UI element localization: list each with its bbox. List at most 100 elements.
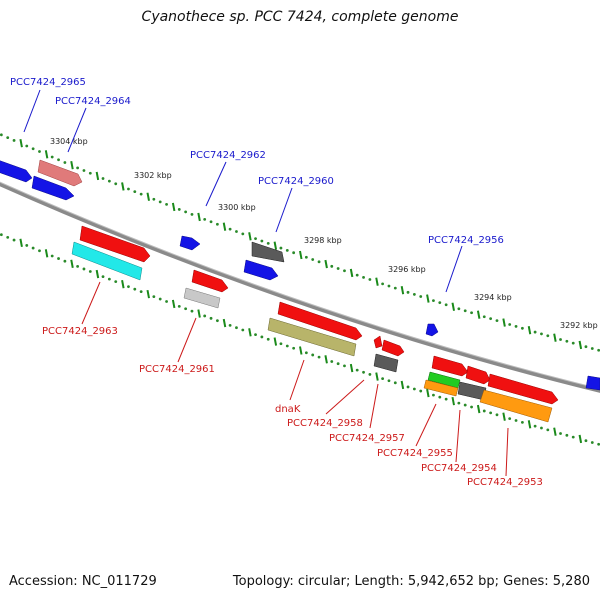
scale-dot	[540, 332, 543, 336]
scale-dot	[285, 248, 289, 252]
gene-feature[interactable]	[373, 335, 383, 349]
gene-feature[interactable]	[251, 241, 285, 263]
gene-feature[interactable]	[277, 301, 363, 341]
gene-feature[interactable]	[71, 241, 143, 281]
scale-tick	[44, 249, 49, 258]
scale-tick	[527, 420, 532, 429]
leader-line	[455, 409, 461, 463]
scale-dot	[31, 246, 35, 250]
scale-tick	[451, 302, 455, 311]
leader-line	[275, 187, 293, 233]
gene-feature[interactable]	[423, 379, 459, 397]
scale-dot	[571, 341, 575, 345]
gene-feature[interactable]	[381, 339, 405, 357]
scale-dot	[559, 338, 562, 341]
scale-dot	[533, 424, 537, 428]
gene-feature[interactable]	[373, 353, 399, 373]
gene-label[interactable]: PCC7424_2963	[42, 326, 118, 337]
scale-tick	[502, 318, 506, 327]
gene-label[interactable]: PCC7424_2955	[377, 448, 453, 459]
scale-dot	[444, 397, 448, 401]
scale-dot	[419, 389, 423, 393]
scale-tick	[248, 232, 252, 241]
scale-tick	[273, 241, 278, 250]
gene-label[interactable]: PCC7424_2962	[190, 150, 266, 161]
scale-tick	[527, 326, 532, 335]
scale-dot	[241, 328, 245, 332]
scale-dot	[381, 377, 385, 381]
scale-dot	[177, 208, 181, 211]
accession-text: Accession: NC_011729	[9, 574, 157, 589]
gene-label[interactable]: PCC7424_2957	[329, 433, 405, 444]
gene-label[interactable]: dnaK	[275, 404, 301, 415]
gene-feature[interactable]	[487, 373, 559, 405]
scale-tick	[324, 259, 328, 269]
gene-label[interactable]: PCC7424_2953	[467, 477, 543, 488]
scale-dot	[133, 287, 137, 291]
scale-dot	[12, 139, 16, 142]
scale-dot	[489, 411, 493, 415]
gene-feature[interactable]	[179, 235, 201, 251]
reverse-strand-genes	[71, 225, 559, 423]
scale-dot	[101, 177, 105, 180]
scale-label: 3294 kbp	[474, 293, 512, 302]
scale-dot	[38, 249, 41, 253]
gene-feature[interactable]	[191, 269, 229, 293]
scale-dot	[292, 251, 296, 255]
scale-tick	[171, 299, 176, 309]
gene-label[interactable]: PCC7424_2964	[55, 96, 131, 107]
scale-tick	[95, 269, 100, 279]
gene-label[interactable]: PCC7424_2954	[421, 463, 497, 474]
gene-feature[interactable]	[37, 159, 83, 187]
gene-feature[interactable]	[425, 323, 439, 337]
gene-feature[interactable]	[243, 259, 279, 281]
scale-dot	[152, 295, 156, 298]
scale-tick	[400, 286, 405, 295]
gene-feature[interactable]	[479, 389, 553, 423]
gene-label[interactable]: PCC7424_2961	[139, 364, 215, 375]
scale-dot	[482, 315, 486, 319]
gene-label[interactable]: PCC7424_2956	[428, 235, 504, 246]
scale-dot	[88, 171, 92, 175]
gene-feature[interactable]	[183, 287, 221, 309]
scale-dot	[590, 441, 594, 444]
scale-dot	[317, 355, 321, 359]
scale-dot	[330, 360, 334, 363]
gene-feature[interactable]	[0, 160, 33, 183]
leader-line	[325, 379, 365, 415]
scale-dot	[412, 387, 416, 391]
scale-dot	[260, 239, 264, 243]
scale-tick	[171, 202, 176, 212]
scale-dot	[463, 309, 467, 313]
scale-label: 3302 kbp	[134, 171, 172, 180]
leader-line	[369, 383, 379, 429]
gene-feature[interactable]	[465, 365, 491, 385]
gene-label[interactable]: PCC7424_2958	[287, 418, 363, 429]
scale-tick	[502, 412, 506, 421]
gene-label[interactable]: PCC7424_2965	[10, 77, 86, 88]
gene-feature[interactable]	[267, 317, 357, 357]
gene-feature[interactable]	[31, 175, 75, 201]
scale-label: 3292 kbp	[560, 321, 598, 330]
scale-tick	[222, 318, 227, 328]
scale-dot	[88, 270, 92, 273]
scale-dot	[254, 333, 257, 337]
gene-feature[interactable]	[431, 355, 469, 377]
scale-dot	[139, 192, 143, 196]
scale-label: 3298 kbp	[304, 236, 342, 245]
scale-dot	[565, 433, 569, 437]
scale-dot	[343, 269, 346, 273]
scale-tick	[400, 380, 405, 390]
gene-label[interactable]: PCC7424_2960	[258, 176, 334, 187]
gene-feature[interactable]	[585, 375, 600, 391]
scale-tick	[70, 259, 74, 268]
scale-dot	[368, 373, 372, 376]
gene-feature[interactable]	[79, 225, 151, 263]
scale-dot	[362, 370, 365, 374]
scale-dot	[336, 362, 340, 366]
scale-dot	[203, 314, 207, 318]
forward-gene-labels: PCC7424_2965 PCC7424_2964 PCC7424_2962 P…	[10, 77, 504, 246]
scale-dot	[82, 267, 86, 271]
scale-dot	[489, 317, 493, 321]
scale-dot	[50, 155, 54, 159]
